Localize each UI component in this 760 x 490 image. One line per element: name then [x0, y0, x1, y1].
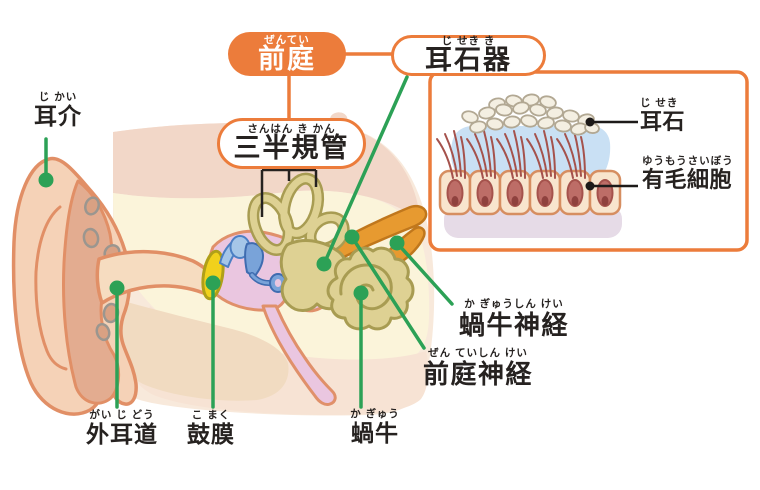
stereocilia-hairs: [436, 130, 586, 179]
ear-canal-shape: [95, 250, 216, 305]
furigana: ぜん ていしん けい: [428, 347, 528, 359]
cochlear-nerve-pointer-line: [395, 241, 454, 306]
furigana: じ かい: [38, 91, 78, 103]
cochlea-dot: [353, 285, 369, 301]
label-pinna: じ かい 耳介: [34, 91, 82, 129]
otolith-organ-pointer-line: [322, 75, 409, 266]
furigana: がい じ どう: [89, 409, 155, 421]
furigana: か ぎゅう: [350, 408, 400, 420]
otolith-crystals: [461, 93, 600, 136]
label-cochlear-nerve: か ぎゅうしん けい 蝸牛神経: [458, 298, 570, 340]
label-hair-cells: ゆうもうさいぼう 有毛細胞: [642, 155, 734, 192]
pinna-dot: [38, 172, 54, 188]
haircell-pointer-dot: [585, 181, 595, 191]
callout-semicircular-canals: さんはん き かん 三半規管: [217, 118, 366, 169]
furigana: ゆうもうさいぼう: [642, 155, 734, 167]
cell-nuclei: [446, 179, 614, 207]
callout-vestibule-label: 前庭: [258, 43, 316, 74]
pinna: [11, 156, 138, 416]
label-vestibular-nerve: ぜん ていしん けい 前庭神経: [422, 347, 534, 389]
label-otoliths: じ せき 耳石: [640, 97, 686, 134]
callout-otolith-organ-label: 耳石器: [425, 45, 512, 76]
callout-semicircular-canals-label: 三半規管: [233, 133, 350, 164]
callout-vestibule: ぜんてい 前庭: [228, 32, 346, 76]
vestibule-dot: [316, 256, 332, 272]
label-ear-canal: がい じ どう 外耳道: [86, 409, 158, 447]
cochlea-shape: [326, 246, 415, 331]
label-eardrum: こ まく 鼓膜: [187, 409, 235, 447]
furigana: か ぎゅうしん けい: [464, 298, 564, 310]
furigana: じ せき: [640, 97, 679, 109]
furigana: こ まく: [191, 409, 231, 421]
pointer-lines: [44, 75, 454, 409]
incus-stapes-link-fill: [250, 273, 271, 285]
furigana: じ せき き: [441, 35, 496, 48]
callout-otolith-organ: じ せき き 耳石器: [391, 35, 546, 76]
furigana: さんはん き かん: [247, 123, 336, 136]
label-cochlea: か ぎゅう 蝸牛: [350, 408, 400, 446]
stapes-hole: [274, 279, 282, 287]
pointer-dots: [38, 172, 405, 301]
semicircular-canals-bracket: [260, 164, 318, 217]
tissue-band-tan: [113, 298, 289, 401]
cochlear-nerve-dot: [389, 235, 405, 251]
vestibular-nerve-pointer-line: [350, 235, 426, 350]
hair-cells: [438, 169, 622, 216]
eardrum-dot: [205, 275, 221, 291]
otolith-inset: [428, 70, 749, 252]
antihelix-fold: [34, 205, 68, 371]
vestibular-nerve-dot: [344, 229, 360, 245]
ear-canal-dot: [109, 280, 125, 296]
furigana: ぜんてい: [264, 33, 310, 46]
inset-pointer-lines: [585, 117, 638, 191]
box-connectors: [287, 52, 392, 119]
otolith-pointer-dot: [585, 117, 595, 127]
eustachian-tube: [261, 304, 337, 406]
